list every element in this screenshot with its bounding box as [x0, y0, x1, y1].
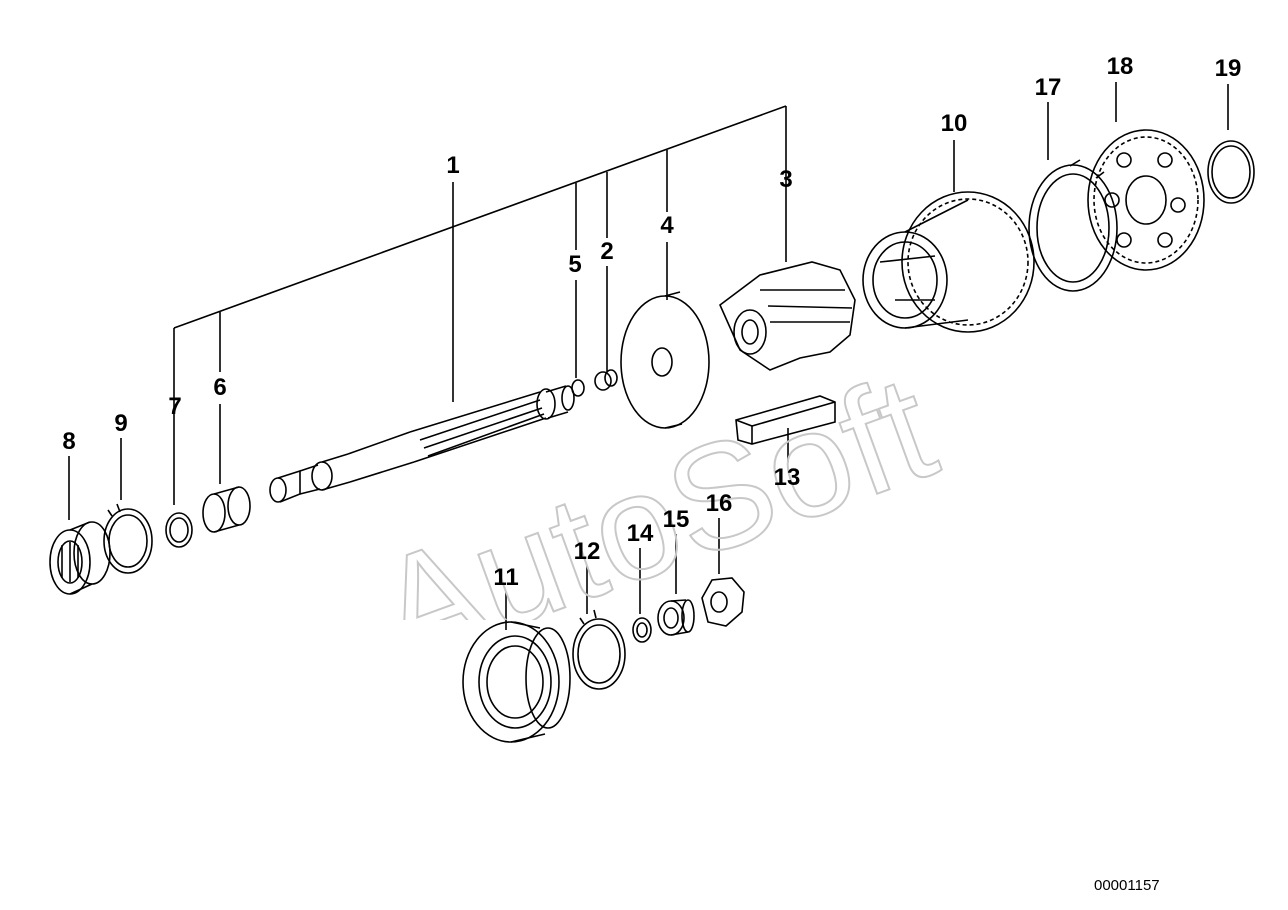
- splined-shaft-part-1: [269, 385, 575, 503]
- washer-part-4: [620, 291, 710, 429]
- gear-drum-part-10: [862, 191, 1035, 333]
- callout-13: 13: [773, 464, 801, 491]
- callout-1: 1: [446, 152, 460, 179]
- callout-16: 16: [705, 490, 733, 517]
- circlip-part-12: [572, 609, 626, 690]
- callout-14: 14: [626, 520, 654, 547]
- small-circlip-part-7: [165, 512, 193, 548]
- circlip-part-9: [103, 503, 153, 574]
- callout-9: 9: [114, 410, 128, 437]
- callout-8: 8: [62, 428, 76, 455]
- callout-11: 11: [493, 564, 519, 591]
- callout-2: 2: [600, 238, 614, 265]
- seal-part-11: [462, 621, 571, 743]
- spacer-part-15: [657, 599, 695, 636]
- callout-15: 15: [662, 506, 690, 533]
- bushing-part-6: [202, 486, 251, 533]
- sprocket-gear-part-18: [1087, 129, 1205, 271]
- needle-bearing-part-8: [49, 521, 111, 595]
- key-part-13: [735, 395, 836, 445]
- callout-4: 4: [660, 212, 674, 239]
- callout-12: 12: [573, 538, 601, 565]
- ring-part-19: [1207, 140, 1255, 204]
- callout-5: 5: [568, 251, 582, 278]
- washer-part-14: [632, 617, 652, 643]
- nut-part-16: [701, 577, 745, 627]
- catalog-number: 00001157: [1094, 877, 1160, 894]
- leader-lines: [68, 82, 1229, 630]
- callout-17: 17: [1034, 74, 1062, 101]
- callout-7: 7: [168, 393, 182, 420]
- impeller-part-3: [719, 261, 856, 371]
- callout-6: 6: [213, 374, 227, 401]
- small-rings-parts-5-2: [571, 369, 618, 397]
- callout-19: 19: [1214, 55, 1242, 82]
- callout-18: 18: [1106, 53, 1134, 80]
- large-circlip-part-17: [1028, 159, 1118, 292]
- callout-10: 10: [940, 110, 968, 137]
- callout-3: 3: [779, 166, 793, 193]
